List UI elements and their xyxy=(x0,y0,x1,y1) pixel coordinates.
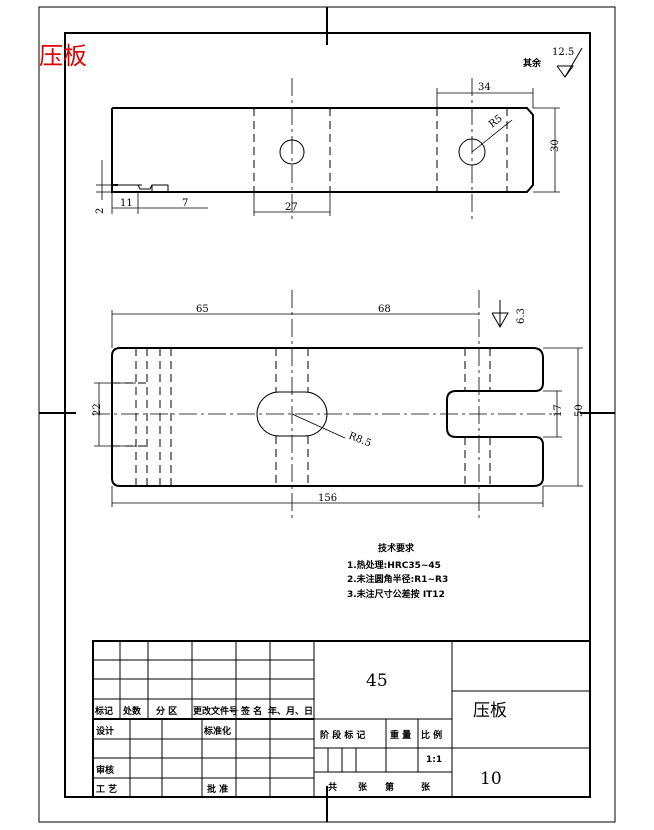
svg-text:65: 65 xyxy=(196,304,209,315)
svg-text:标准化: 标准化 xyxy=(203,725,231,737)
svg-text:共: 共 xyxy=(328,781,337,793)
svg-text:50: 50 xyxy=(574,404,585,417)
front-view xyxy=(111,78,534,220)
svg-text:设计: 设计 xyxy=(96,725,114,737)
svg-text:年、月、日: 年、月、日 xyxy=(268,705,313,717)
tech-req-item: 3.未注尺寸公差按 IT12 xyxy=(347,588,445,600)
part-name: 压板 xyxy=(473,701,507,721)
drawing-number: 10 xyxy=(480,769,502,789)
svg-text:11: 11 xyxy=(120,198,133,209)
svg-text:阶 段 标 记: 阶 段 标 记 xyxy=(320,729,365,741)
tech-req-item: 2.未注圆角半径:R1~R3 xyxy=(347,573,448,585)
title-block xyxy=(92,640,591,798)
svg-text:12.5: 12.5 xyxy=(552,47,574,58)
svg-text:68: 68 xyxy=(378,304,391,315)
tech-requirements: 技术要求 1.热处理:HRC35~45 2.未注圆角半径:R1~R3 3.未注尺… xyxy=(347,542,448,600)
svg-text:张: 张 xyxy=(358,781,368,793)
tech-req-heading: 技术要求 xyxy=(378,542,415,554)
svg-text:7: 7 xyxy=(182,198,188,209)
inner-frame xyxy=(64,32,591,798)
svg-text:R8.5: R8.5 xyxy=(347,431,373,450)
material: 45 xyxy=(366,671,388,691)
roughness-rest-symbol: 其余 12.5 xyxy=(523,47,583,78)
svg-text:6.3: 6.3 xyxy=(516,308,527,324)
svg-text:张: 张 xyxy=(421,781,431,793)
svg-text:更改文件号: 更改文件号 xyxy=(193,705,238,717)
svg-text:工 艺: 工 艺 xyxy=(96,783,117,795)
front-dimensions: 34 30 R5 27 11 7 2 xyxy=(95,82,561,216)
svg-text:156: 156 xyxy=(318,493,337,504)
svg-text:标记: 标记 xyxy=(94,705,113,717)
scale: 1:1 xyxy=(426,755,442,765)
svg-text:比 例: 比 例 xyxy=(421,729,442,741)
svg-text:处数: 处数 xyxy=(122,705,142,717)
svg-text:第: 第 xyxy=(385,781,394,793)
tech-req-item: 1.热处理:HRC35~45 xyxy=(347,559,441,571)
title-overlay: 压板 xyxy=(39,42,87,70)
top-view xyxy=(92,290,560,520)
svg-text:22: 22 xyxy=(92,403,103,416)
svg-text:2: 2 xyxy=(95,208,106,214)
svg-text:其余: 其余 xyxy=(523,57,542,69)
title-block-text: 标记 处数 分 区 更改文件号 签 名 年、月、日 设计 标准化 审核 工 艺 … xyxy=(94,671,507,795)
svg-text:分 区: 分 区 xyxy=(156,705,177,717)
svg-text:签 名: 签 名 xyxy=(240,705,262,717)
svg-text:重 量: 重 量 xyxy=(390,729,411,741)
top-dimensions: 65 68 6.3 22 17 50 R8.5 156 xyxy=(92,300,585,507)
svg-text:批 准: 批 准 xyxy=(207,783,228,795)
svg-text:17: 17 xyxy=(553,404,564,417)
svg-text:30: 30 xyxy=(550,139,561,152)
centering-marks xyxy=(39,7,615,822)
svg-text:27: 27 xyxy=(285,202,298,213)
svg-text:34: 34 xyxy=(478,82,491,93)
svg-text:审核: 审核 xyxy=(96,764,114,776)
